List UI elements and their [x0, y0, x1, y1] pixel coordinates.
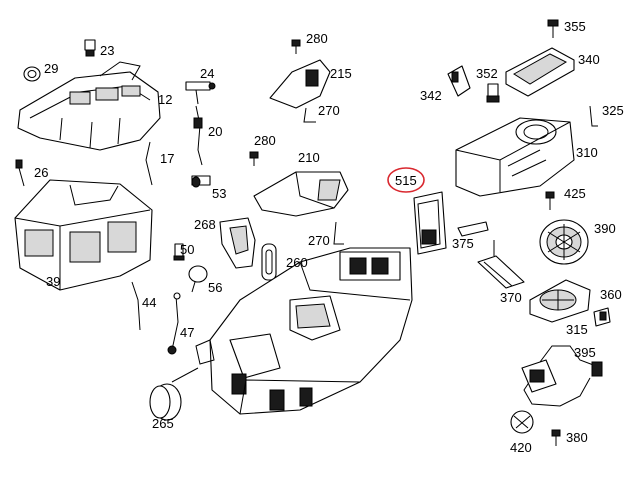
label-39: 39	[46, 274, 60, 289]
part-310-blower-housing	[455, 117, 575, 197]
label-56: 56	[208, 280, 222, 295]
main-heater-housing	[171, 247, 413, 415]
part-260-seal	[261, 243, 277, 281]
part-29-grommet	[23, 66, 41, 82]
label-12: 12	[158, 92, 172, 107]
label-425: 425	[564, 186, 586, 201]
label-265: 265	[152, 416, 174, 431]
label-352: 352	[476, 66, 498, 81]
part-53-actuator	[191, 175, 211, 188]
label-260: 260	[286, 255, 308, 270]
label-44: 44	[142, 295, 156, 310]
label-50: 50	[180, 242, 194, 257]
label-53: 53	[212, 186, 226, 201]
part-39-lower-housing	[14, 179, 153, 291]
label-23: 23	[100, 43, 114, 58]
label-210: 210	[298, 150, 320, 165]
label-325: 325	[602, 103, 624, 118]
part-215-air-duct	[269, 59, 331, 109]
part-268-duct	[219, 217, 256, 269]
label-420: 420	[510, 440, 532, 455]
part-26-pin	[15, 159, 25, 187]
label-20: 20	[208, 124, 222, 139]
label-375: 375	[452, 236, 474, 251]
part-370-resistor	[477, 240, 525, 289]
part-425-screw	[545, 191, 555, 210]
label-360: 360	[600, 287, 622, 302]
part-352-clip	[486, 83, 500, 103]
part-12-housing-cover	[17, 61, 161, 151]
label-315: 315	[566, 322, 588, 337]
part-340-filter-cover	[505, 47, 575, 97]
highlight-circle	[387, 167, 425, 193]
label-24: 24	[200, 66, 214, 81]
part-390-blower-motor	[539, 219, 589, 265]
label-310: 310	[576, 145, 598, 160]
label-280-b: 280	[254, 133, 276, 148]
part-23-clip	[84, 39, 96, 57]
label-340: 340	[578, 52, 600, 67]
label-215: 215	[330, 66, 352, 81]
part-20-link-arm	[193, 105, 203, 166]
part-50-bolt	[173, 243, 185, 261]
part-325-clip	[589, 105, 598, 127]
part-380-screw	[551, 429, 561, 446]
label-342: 342	[420, 88, 442, 103]
label-17: 17	[160, 151, 174, 166]
part-315-connector	[593, 307, 611, 327]
label-270-b: 270	[308, 233, 330, 248]
label-268: 268	[194, 217, 216, 232]
part-420-clamp	[510, 410, 534, 434]
label-29: 29	[44, 61, 58, 76]
label-270-a: 270	[318, 103, 340, 118]
part-375-bracket	[457, 221, 489, 237]
part-280-screw-a	[291, 39, 301, 54]
part-47-link-rod	[167, 292, 181, 355]
label-47: 47	[180, 325, 194, 340]
label-280-a: 280	[306, 31, 328, 46]
part-56-valve	[188, 265, 208, 293]
part-44-lever	[131, 281, 141, 331]
part-265-damper-block	[149, 383, 182, 421]
part-280-screw-b	[249, 151, 259, 166]
part-210-center-duct	[253, 171, 349, 217]
label-355: 355	[564, 19, 586, 34]
label-390: 390	[594, 221, 616, 236]
label-380: 380	[566, 430, 588, 445]
part-342-bracket	[447, 65, 471, 97]
part-270-clip-b	[333, 221, 344, 245]
label-515: 515	[395, 173, 417, 188]
part-395-wiring-harness	[521, 345, 603, 407]
part-360-fan-shroud	[529, 279, 591, 323]
part-24-linkage	[185, 81, 216, 105]
part-270-clip-a	[303, 107, 316, 123]
part-355-screw	[547, 19, 559, 38]
part-17-rod	[145, 141, 153, 186]
label-395: 395	[574, 345, 596, 360]
label-370: 370	[500, 290, 522, 305]
part-515-cabin-filter	[413, 191, 447, 255]
label-26: 26	[34, 165, 48, 180]
